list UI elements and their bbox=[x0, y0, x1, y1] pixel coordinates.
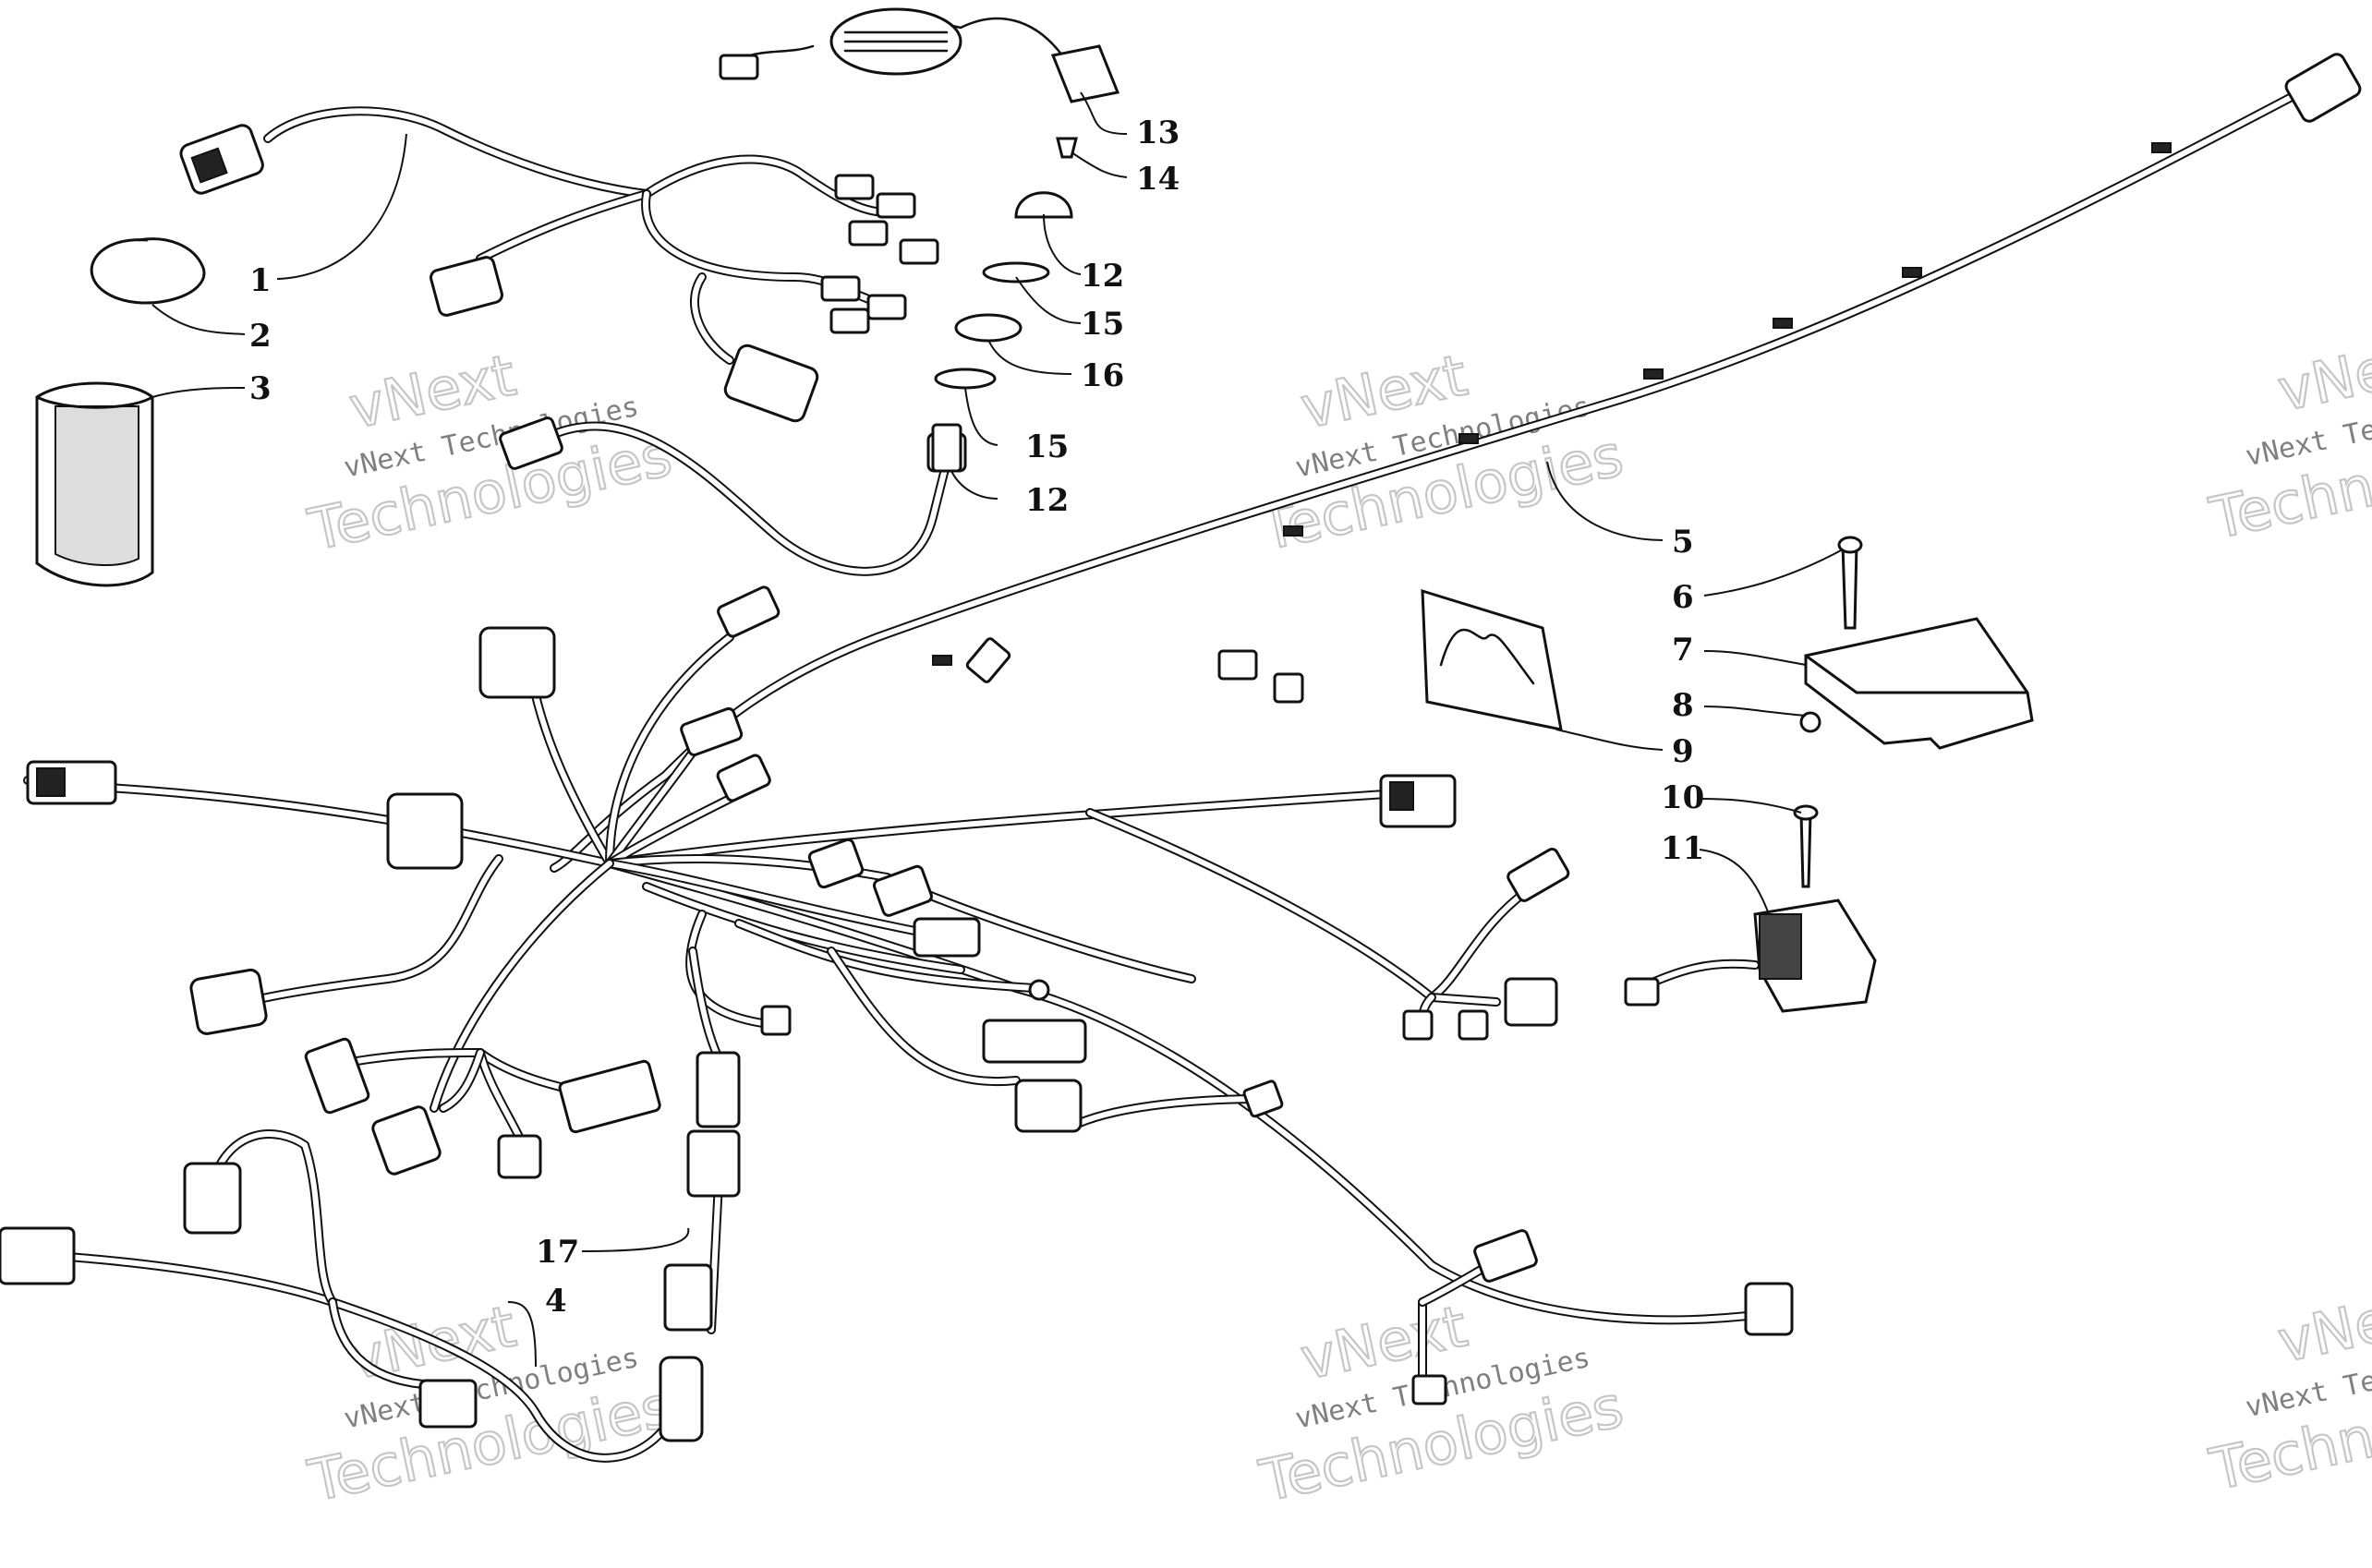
callout-12-upper: 12 bbox=[1081, 258, 1124, 295]
callout-9: 9 bbox=[1672, 733, 1694, 770]
callout-11: 11 bbox=[1661, 830, 1704, 867]
part-11-regulator bbox=[1624, 899, 1877, 1013]
callout-labels: 1 2 3 4 5 6 7 8 9 10 11 13 14 12 15 16 1… bbox=[249, 115, 1704, 1320]
part-1-upper-harness bbox=[179, 106, 967, 576]
callout-8: 8 bbox=[1672, 687, 1694, 724]
callout-16: 16 bbox=[1081, 357, 1124, 394]
callout-14: 14 bbox=[1136, 161, 1180, 198]
callout-2: 2 bbox=[249, 318, 272, 355]
part-7-module bbox=[1804, 617, 2034, 750]
leader-lines bbox=[151, 91, 1844, 1368]
callout-3: 3 bbox=[249, 370, 272, 407]
part-9-label bbox=[1421, 588, 1563, 731]
watermark-3: vNext vNext Technologies Technologies bbox=[2203, 323, 2372, 554]
callout-10: 10 bbox=[1661, 779, 1704, 816]
part-10-bolt bbox=[1793, 804, 1819, 888]
watermark-1: vNext vNext Technologies Technologies bbox=[301, 340, 678, 564]
watermark-top: vNext bbox=[2272, 1275, 2372, 1376]
part-3-sleeve bbox=[35, 381, 154, 587]
part-5-main-trunk bbox=[550, 53, 2362, 873]
callout-15-upper: 15 bbox=[1081, 306, 1124, 343]
callout-17: 17 bbox=[536, 1234, 579, 1271]
callout-15-lower: 15 bbox=[1025, 428, 1069, 465]
callout-6: 6 bbox=[1672, 579, 1694, 616]
callout-12-lower: 12 bbox=[1025, 482, 1069, 519]
callout-4: 4 bbox=[545, 1283, 567, 1320]
watermark-top: vNext bbox=[2272, 324, 2372, 425]
part-6-screw bbox=[1837, 536, 1863, 630]
part-8-nut bbox=[1799, 711, 1821, 733]
part-2-clip bbox=[90, 237, 206, 305]
callout-1: 1 bbox=[249, 262, 272, 299]
callout-5: 5 bbox=[1672, 524, 1694, 561]
part-4-main-harness bbox=[0, 585, 1794, 1463]
callout-13: 13 bbox=[1136, 115, 1180, 151]
callout-7: 7 bbox=[1672, 632, 1694, 669]
watermark-group: vNext vNext Technologies Technologies vN… bbox=[301, 323, 2372, 1516]
watermark-6: vNext vNext Technologies Technologies bbox=[2203, 1274, 2372, 1505]
